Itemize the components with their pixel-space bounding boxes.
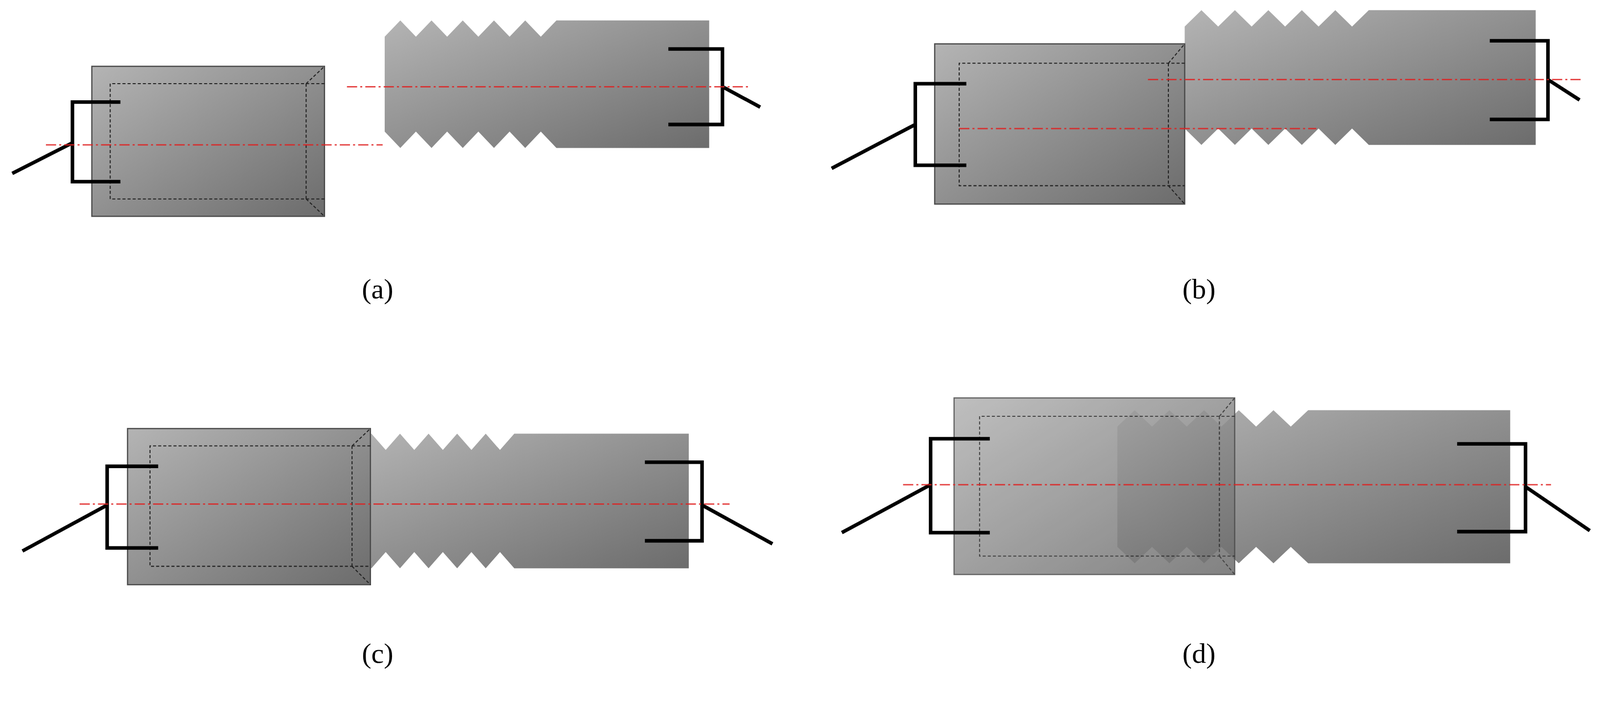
- threaded-part: [1184, 10, 1536, 145]
- socket-bevel: [1219, 397, 1235, 574]
- socket-body: [934, 43, 1185, 204]
- socket-body: [91, 66, 325, 217]
- socket-bore: [959, 63, 1185, 186]
- gripper: [841, 438, 990, 533]
- gripper: [22, 465, 159, 551]
- gripper: [1457, 443, 1590, 531]
- socket-bore: [979, 416, 1235, 556]
- axis-line: [79, 503, 730, 505]
- axis-line: [45, 144, 383, 146]
- axis-line: [902, 483, 1551, 485]
- subfigure-label: (d): [1182, 635, 1216, 669]
- subfigure-label: (b): [1182, 272, 1216, 306]
- threaded-part: [384, 20, 710, 149]
- socket-bore: [150, 445, 371, 567]
- socket-bevel: [1168, 43, 1185, 204]
- axis-line: [959, 127, 1317, 130]
- axis-line: [347, 86, 751, 88]
- socket-body: [127, 428, 371, 585]
- socket-body: [954, 397, 1235, 574]
- socket-bevel: [351, 428, 371, 585]
- gripper: [12, 102, 121, 182]
- parts: [12, 10, 1590, 585]
- subfigure-label: (c): [361, 635, 394, 669]
- socket-bevel: [306, 66, 325, 217]
- socket-bore: [109, 83, 325, 199]
- axis-line: [1147, 78, 1582, 81]
- subfigure-label: (a): [361, 272, 394, 306]
- socket-part: [934, 43, 1185, 204]
- gripper: [831, 83, 967, 169]
- socket-part: [127, 428, 371, 585]
- socket-part: [954, 397, 1235, 574]
- socket-part: [91, 66, 325, 217]
- threaded-part: [357, 433, 689, 568]
- gripper: [644, 461, 773, 544]
